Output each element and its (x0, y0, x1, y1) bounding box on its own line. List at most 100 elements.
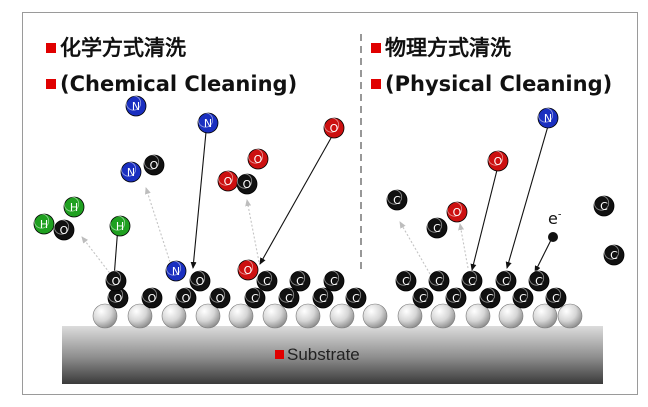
atom-highlight (237, 259, 254, 275)
carbon-atom-label: C (263, 275, 271, 288)
atom-highlight (143, 154, 160, 170)
carbon-atom-label: C (610, 249, 618, 262)
atom-highlight (386, 189, 403, 205)
surface-atom (430, 303, 456, 329)
incoming-arrow (259, 137, 332, 265)
incoming-arrow (470, 169, 498, 271)
carbon-atom-label: C (519, 292, 527, 305)
physical-title-en-text: (Physical Cleaning) (385, 72, 613, 96)
atom-highlight (446, 201, 463, 217)
carbon-atom-label: C (352, 292, 360, 305)
bullet-icon (275, 350, 284, 359)
surface-atom (329, 303, 355, 329)
atom-highlight (545, 287, 562, 303)
atom-highlight (33, 213, 50, 229)
atom-highlight (125, 95, 142, 111)
atom-highlight (109, 215, 126, 231)
surface-atom (532, 303, 558, 329)
atom-highlight (528, 270, 545, 286)
atom-highlight (487, 150, 504, 166)
hydrogen-atom-label: H (116, 220, 124, 233)
bullet-icon (46, 43, 56, 53)
chemical-title-en-text: (Chemical Cleaning) (60, 72, 298, 96)
oxygen-atom-label: O (60, 224, 69, 237)
surface-atom (362, 303, 388, 329)
atom-highlight (479, 287, 496, 303)
atom-highlight (445, 287, 462, 303)
atom-highlight (189, 270, 206, 286)
incoming-arrow (505, 125, 549, 269)
atom-highlight (256, 270, 273, 286)
atom-highlight (593, 195, 610, 211)
bullet-icon (371, 79, 381, 89)
nitrogen-atom-label: N (544, 112, 552, 125)
surface-atom (195, 303, 221, 329)
physical-title-en: (Physical Cleaning) (371, 74, 612, 95)
oxygen-atom-label: O (114, 292, 123, 305)
carbon-atom-label: C (330, 275, 338, 288)
oxygen-atom-label: O (112, 275, 121, 288)
carbon-atom-label: C (552, 292, 560, 305)
atom-highlight (247, 148, 264, 164)
carbon-atom-label: C (452, 292, 460, 305)
atom-highlight (209, 287, 226, 303)
oxygen-atom-label: O (224, 175, 233, 188)
electron-label-text: e (548, 209, 558, 228)
surface-atom (161, 303, 187, 329)
oxygen-atom-label: O (254, 153, 263, 166)
leaving-arrow (458, 223, 469, 269)
hydrogen-atom-label: H (70, 201, 78, 214)
carbon-atom-label: C (393, 194, 401, 207)
incoming-arrow (534, 239, 552, 273)
atom-highlight (412, 287, 429, 303)
atom-highlight (175, 287, 192, 303)
nitrogen-atom-label: N (172, 265, 180, 278)
atom-highlight (323, 270, 340, 286)
carbon-atom-label: C (319, 292, 327, 305)
surface-atom (397, 303, 423, 329)
substrate-label-text: Substrate (287, 345, 360, 364)
atom-highlight (141, 287, 158, 303)
oxygen-atom-label: O (453, 206, 462, 219)
surface-atom (498, 303, 524, 329)
atom-highlight (395, 270, 412, 286)
carbon-atom-label: C (535, 275, 543, 288)
atom-highlight (495, 270, 512, 286)
bullet-icon (46, 79, 56, 89)
carbon-atom-label: C (600, 200, 608, 213)
surface-atoms (92, 303, 583, 329)
atom-highlight (461, 270, 478, 286)
atom-highlight (105, 270, 122, 286)
bullet-icon (371, 43, 381, 53)
chemical-title-cn: 化学方式清洗 (46, 38, 186, 59)
hydrogen-atom-label: H (40, 218, 48, 231)
atom-highlight (512, 287, 529, 303)
chemical-title-cn-text: 化学方式清洗 (60, 36, 186, 60)
carbon-atom-label: C (296, 275, 304, 288)
surface-atom (127, 303, 153, 329)
oxygen-atom-label: O (150, 159, 159, 172)
carbon-atom-label: C (419, 292, 427, 305)
substrate-label: Substrate (275, 345, 360, 365)
oxygen-atom-label: O (148, 292, 157, 305)
surface-atom (92, 303, 118, 329)
atom-highlight (289, 270, 306, 286)
carbon-atom-label: C (468, 275, 476, 288)
carbon-atom-label: C (486, 292, 494, 305)
carbon-atom-label: C (251, 292, 259, 305)
surface-atom (557, 303, 583, 329)
oxygen-atom-label: O (243, 178, 252, 191)
substrate-block (62, 326, 603, 384)
leaving-arrow (144, 187, 171, 263)
leaving-arrow (245, 199, 260, 263)
atom-highlight (53, 219, 70, 235)
oxygen-atom-label: O (330, 122, 339, 135)
atom-highlight (278, 287, 295, 303)
electron-charge-text: - (557, 209, 562, 221)
incoming-arrow (190, 131, 207, 269)
surface-atom (262, 303, 288, 329)
oxygen-atom-label: O (182, 292, 191, 305)
surface-atom (295, 303, 321, 329)
